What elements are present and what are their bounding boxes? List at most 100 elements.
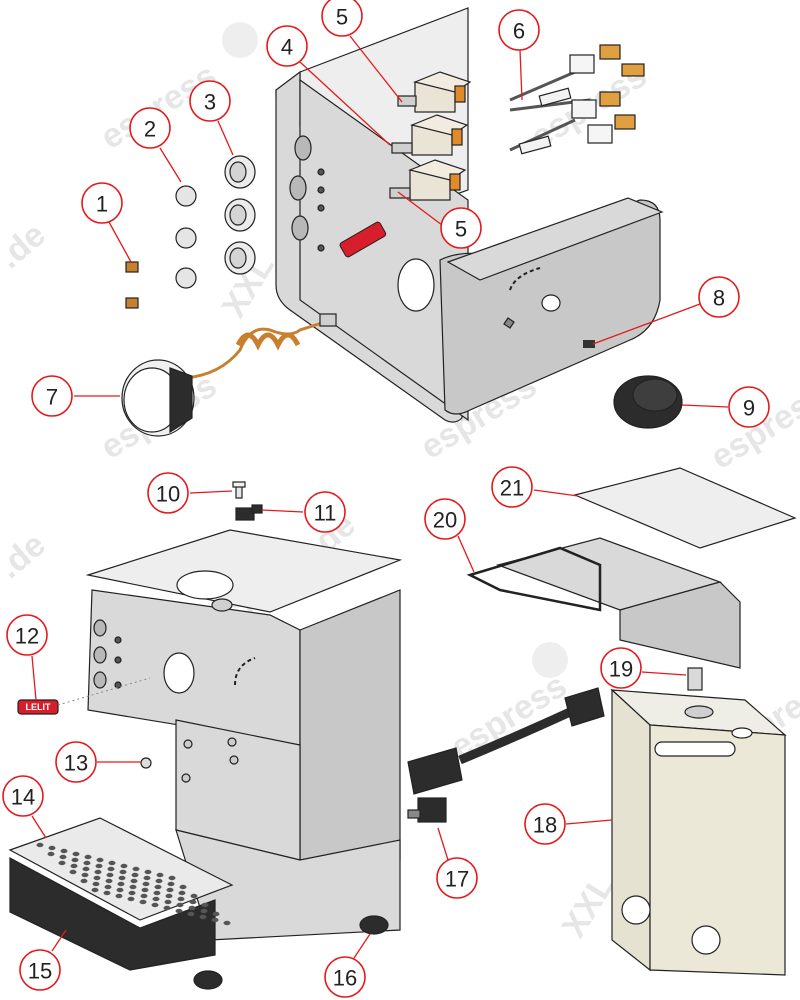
drip-hole [165,893,173,899]
nut [140,757,152,769]
drip-hole [81,872,89,878]
watermark-text: .de [0,215,53,276]
screw-and-valve [232,481,263,521]
callout-circle [698,276,740,318]
drip-hole [116,887,124,893]
knob-inserts [175,155,256,289]
callout-leader-line [565,819,613,825]
drip-hole [36,842,44,848]
callout-leader-line [519,49,523,101]
pressure-gauge [121,313,337,437]
callout-circle [600,647,642,689]
callout-leader-line [349,35,403,103]
drip-hole [48,845,56,851]
callout-label: 17 [445,867,469,892]
callout-circle [436,857,478,899]
drip-hole [117,881,125,887]
callout-label: 15 [28,959,52,984]
drip-hole [211,917,219,923]
callout-leader-line [31,655,37,701]
callout-label: 21 [500,476,524,501]
drip-hole [108,860,116,866]
callout-label: 18 [533,813,557,838]
drip-hole [106,872,114,878]
drip-hole [95,863,103,869]
drip-hole [139,899,147,905]
callout-circle [19,949,61,991]
drip-hole [129,884,137,890]
callout-label: 12 [15,624,39,649]
callout-label: 10 [156,482,180,507]
callout-label: 2 [144,117,156,142]
drip-hole [175,908,183,914]
callout-leader-line [397,191,443,226]
callout-label: 5 [455,217,467,242]
callout-circle [189,80,231,122]
drip-hole [166,887,174,893]
drip-hole [80,878,88,884]
drip-hole [60,848,68,854]
badge-text: LELIT [26,702,51,712]
callout-leader-line [592,303,701,345]
callout-c9: 9 [681,386,770,428]
drip-hole [130,878,138,884]
drip-hole [127,896,135,902]
watermark-text: .de [0,525,53,586]
drip-hole [84,854,92,860]
callout-circle [324,956,366,998]
callout-circle [266,25,308,67]
callout-circle [491,466,533,508]
drip-hole [120,863,128,869]
drip-hole [141,887,149,893]
drip-hole [154,884,162,890]
front-panel-housing [275,7,664,423]
callout-c14: 14 [2,775,47,839]
drip-hole [200,908,208,914]
rubber-foot [613,375,683,429]
drip-hole [199,914,207,920]
drip-hole [59,854,67,860]
callout-c12: 12 [6,614,48,701]
drip-hole [91,887,99,893]
callout-leader-line [299,61,391,146]
drip-hole [94,869,102,875]
callout-leader-line [217,120,234,156]
callout-leader-line [261,509,304,513]
callout-c4: 4 [266,25,391,146]
callout-label: 16 [333,966,357,991]
cable-connectors [509,44,645,155]
drip-hole [132,866,140,872]
drip-hole [190,893,198,899]
callout-label: 3 [204,90,216,115]
drip-hole [164,899,172,905]
callout-c5a: 5 [321,0,403,103]
drip-hole [105,878,113,884]
drip-hole [115,893,123,899]
callout-circle [2,775,44,817]
drip-hole [152,896,160,902]
callout-label: 14 [11,785,35,810]
drip-hole [128,890,136,896]
drip-hole [70,863,78,869]
callout-circle [147,472,189,514]
machine-feet [193,915,389,990]
drip-hole [93,875,101,881]
callout-circle [81,182,123,224]
drip-hole [168,875,176,881]
callout-leader-line [108,221,132,263]
drip-hole [92,881,100,887]
callout-circle [55,741,97,783]
callout-c15: 15 [19,929,67,991]
drip-hole [188,905,196,911]
drip-hole [167,881,175,887]
power-cord [407,687,605,823]
callout-label: 9 [743,396,755,421]
callout-c8: 8 [592,276,740,345]
callout-c7: 7 [31,375,120,417]
callout-c11: 11 [261,491,346,533]
drip-hole [47,851,55,857]
callout-label: 11 [314,501,337,526]
drip-hole [177,896,185,902]
